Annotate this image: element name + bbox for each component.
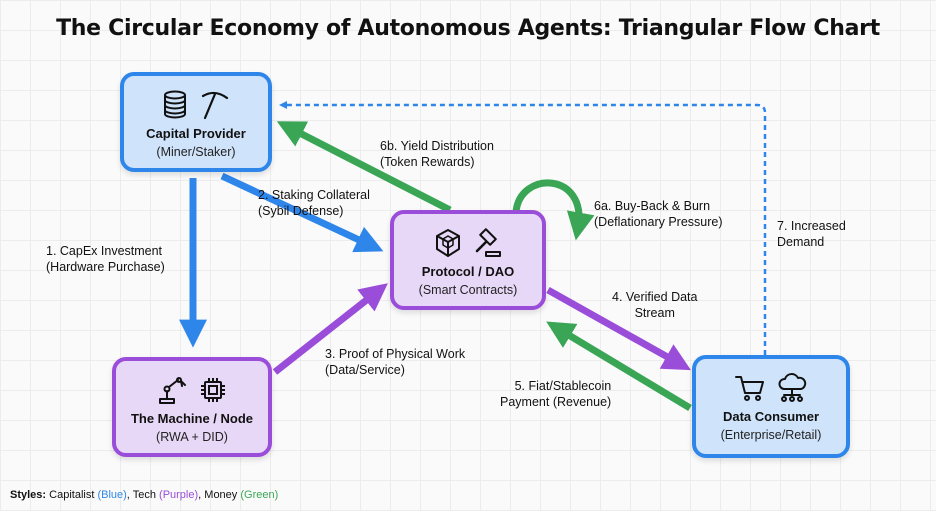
node-sublabel: (Smart Contracts) bbox=[418, 283, 518, 297]
flow-label-proof: 3. Proof of Physical Work (Data/Service) bbox=[325, 347, 466, 377]
legend-item-tech: Tech (Purple), bbox=[132, 489, 202, 501]
node-sublabel: (Enterprise/Retail) bbox=[720, 428, 822, 442]
node-protocol-dao: Protocol / DAO (Smart Contracts) bbox=[390, 210, 546, 310]
arrow-buyback-loop bbox=[512, 179, 595, 241]
node-data-consumer: Data Consumer (Enterprise/Retail) bbox=[692, 355, 850, 458]
flow-label-capex: 1. CapEx Investment (Hardware Purchase) bbox=[46, 244, 165, 274]
node-sublabel: (Miner/Staker) bbox=[156, 145, 236, 159]
pickaxe-icon bbox=[201, 91, 229, 120]
styles-legend: Styles: Capitalist (Blue), Tech (Purple)… bbox=[10, 489, 278, 501]
legend-item-capitalist: Capitalist (Blue), bbox=[49, 489, 130, 501]
node-machine: The Machine / Node (RWA + DID) bbox=[112, 357, 272, 457]
node-capital-provider: Capital Provider (Miner/Staker) bbox=[120, 72, 272, 172]
flow-label-staking: 2. Staking Collateral (Sybil Defense) bbox=[258, 188, 370, 218]
node-label: Data Consumer bbox=[722, 409, 820, 424]
flow-label-yield: 6b. Yield Distribution (Token Rewards) bbox=[380, 139, 494, 169]
arrow-yield bbox=[276, 121, 452, 214]
arrow-verified-data bbox=[546, 286, 691, 371]
coins-icon bbox=[164, 90, 186, 119]
flow-label-verified-data: 4. Verified Data Stream bbox=[612, 290, 698, 320]
node-label: Capital Provider bbox=[146, 126, 246, 141]
cube-icon bbox=[436, 229, 460, 257]
node-label: The Machine / Node bbox=[130, 411, 254, 426]
gavel-icon bbox=[475, 228, 501, 257]
page-title: The Circular Economy of Autonomous Agent… bbox=[56, 16, 880, 41]
chip-icon bbox=[201, 378, 225, 402]
legend-item-money: Money (Green) bbox=[204, 489, 279, 501]
arrow-increased-demand bbox=[279, 101, 767, 355]
arrow-proof bbox=[272, 283, 388, 375]
legend-prefix: Styles: bbox=[10, 489, 47, 501]
cart-icon bbox=[735, 376, 764, 401]
robot-arm-icon bbox=[159, 377, 186, 404]
flow-label-buyback: 6a. Buy-Back & Burn (Deflationary Pressu… bbox=[594, 199, 723, 229]
cloud-network-icon bbox=[778, 373, 807, 402]
arrow-payment bbox=[546, 321, 692, 411]
node-label: Protocol / DAO bbox=[421, 264, 515, 279]
arrow-staking bbox=[220, 172, 384, 253]
flow-label-payment: 5. Fiat/Stablecoin Payment (Revenue) bbox=[500, 379, 612, 409]
node-sublabel: (RWA + DID) bbox=[156, 430, 228, 444]
flow-label-demand: 7. Increased Demand bbox=[777, 219, 846, 249]
